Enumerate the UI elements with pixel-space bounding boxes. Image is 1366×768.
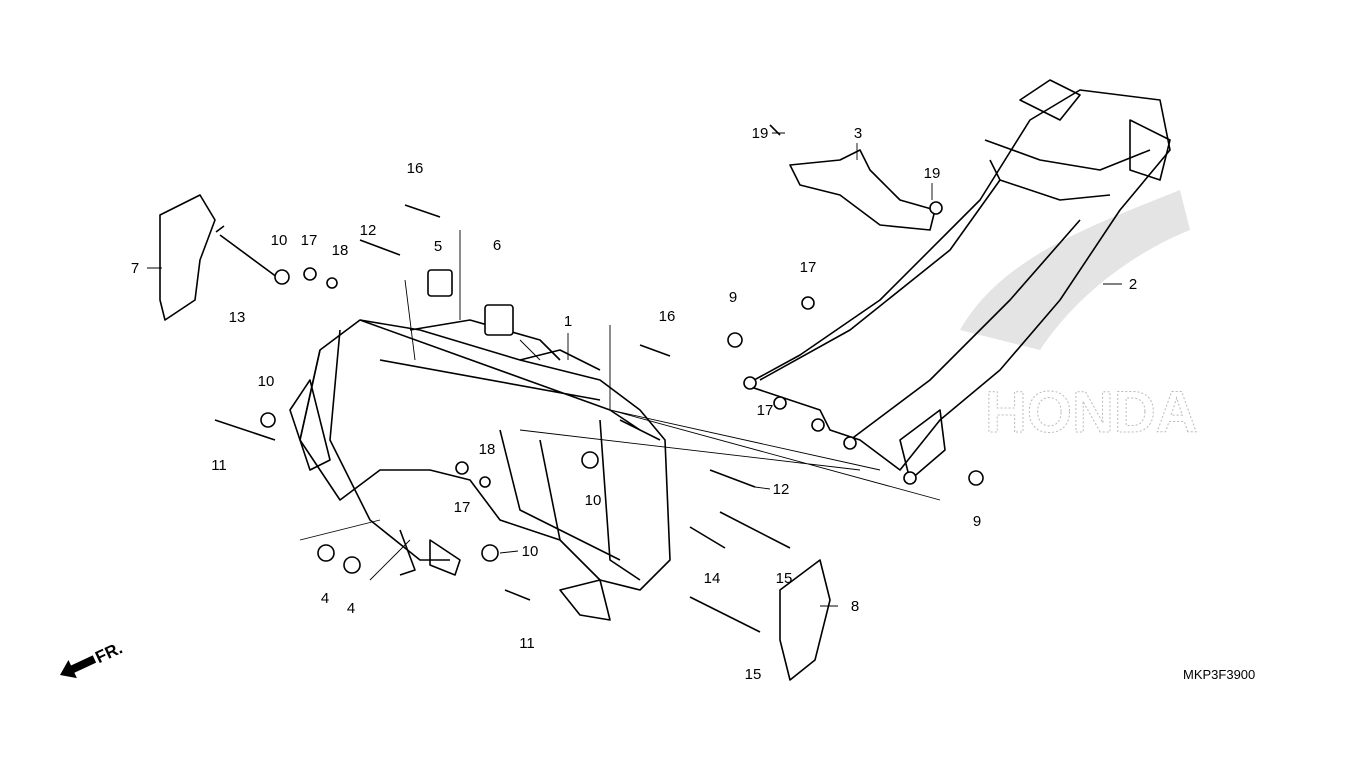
callout-3[interactable]: 3: [854, 125, 862, 142]
callout-2[interactable]: 2: [1129, 276, 1137, 293]
callout-8[interactable]: 8: [851, 598, 859, 615]
callout-labels: 1 2 3 4 4 5 6 7 8 9 9 10 10 10 10 11 11 …: [131, 125, 1137, 683]
callout-15[interactable]: 15: [745, 666, 762, 683]
callout-12[interactable]: 12: [773, 481, 790, 498]
callout-4[interactable]: 4: [321, 590, 329, 607]
callout-7[interactable]: 7: [131, 260, 139, 277]
plate-part-8: [779, 559, 831, 681]
main-frame: [289, 319, 671, 621]
callout-6[interactable]: 6: [493, 237, 501, 254]
callout-10[interactable]: 10: [585, 492, 602, 509]
callout-10[interactable]: 10: [522, 543, 539, 560]
leader-lines: [147, 132, 1122, 607]
callout-16[interactable]: 16: [407, 160, 424, 177]
callout-17[interactable]: 17: [757, 402, 774, 419]
callout-11[interactable]: 11: [519, 635, 535, 652]
honda-watermark-logo: HONDA: [960, 190, 1198, 446]
diagram-code: MKP3F3900: [1183, 667, 1255, 682]
callout-12[interactable]: 12: [360, 222, 377, 239]
bolts: [214, 124, 984, 633]
callout-5[interactable]: 5: [434, 238, 442, 255]
callout-10[interactable]: 10: [271, 232, 288, 249]
callout-13[interactable]: 13: [229, 309, 246, 326]
callout-1[interactable]: 1: [564, 313, 572, 330]
callout-17[interactable]: 17: [800, 259, 817, 276]
plate-part-7: [159, 194, 216, 321]
callout-15[interactable]: 15: [776, 570, 793, 587]
svg-text:HONDA: HONDA: [985, 380, 1198, 445]
callout-18[interactable]: 18: [479, 441, 496, 458]
rear-frame: [743, 79, 1171, 485]
callout-9[interactable]: 9: [729, 289, 737, 306]
callout-9[interactable]: 9: [973, 513, 981, 530]
callout-17[interactable]: 17: [454, 499, 471, 516]
callout-14[interactable]: 14: [704, 570, 721, 587]
callout-10[interactable]: 10: [258, 373, 275, 390]
callout-19[interactable]: 19: [924, 165, 941, 182]
callout-4[interactable]: 4: [347, 600, 355, 617]
callout-16[interactable]: 16: [659, 308, 676, 325]
callout-19[interactable]: 19: [752, 125, 769, 142]
callout-11[interactable]: 11: [211, 457, 227, 474]
front-direction-arrow: FR.: [60, 638, 125, 679]
bracket-part-3: [789, 149, 936, 231]
callout-18[interactable]: 18: [332, 242, 349, 259]
callout-17[interactable]: 17: [301, 232, 318, 249]
front-label: FR.: [92, 638, 125, 667]
